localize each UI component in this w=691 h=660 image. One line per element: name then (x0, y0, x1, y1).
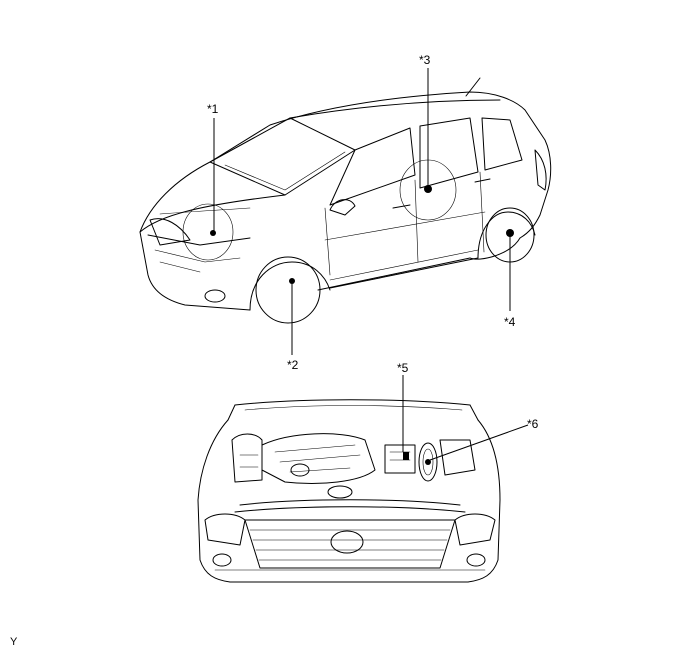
callout-1-label: *1 (207, 102, 219, 116)
engine-bay-view (197, 399, 501, 583)
callout-3-label: *3 (419, 53, 431, 67)
callout-4-label: *4 (504, 315, 516, 329)
callout-5-label: *5 (397, 361, 409, 375)
car-side-view (139, 77, 552, 324)
callout-6-label: *6 (527, 417, 539, 431)
corner-code-label: Y (10, 636, 18, 648)
callout-6-leader (429, 424, 529, 461)
callout-2-label: *2 (287, 358, 299, 372)
